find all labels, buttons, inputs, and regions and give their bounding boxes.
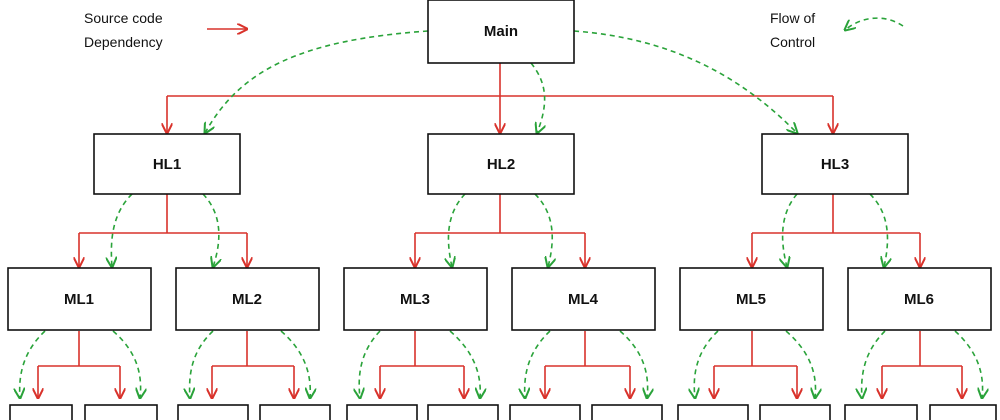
- ml2-node-label: ML2: [232, 291, 262, 308]
- ll-node: [346, 404, 418, 420]
- dependency-arrows-ml: [38, 331, 962, 398]
- legend-flow: Flow of Control: [770, 10, 904, 50]
- ml3-node: ML3: [343, 267, 488, 331]
- ll-node: [177, 404, 249, 420]
- ml4-node: ML4: [511, 267, 656, 331]
- ml4-node-label: ML4: [568, 291, 599, 308]
- ll-node: [929, 404, 997, 420]
- flow-arrows-hl: [111, 193, 887, 267]
- main-node-label: Main: [484, 23, 518, 40]
- hl2-node-label: HL2: [487, 156, 515, 173]
- hl1-node-label: HL1: [153, 156, 181, 173]
- ll-node: [84, 404, 158, 420]
- ll-node: [677, 404, 749, 420]
- dependency-arrows-hl: [79, 194, 920, 267]
- ml5-node-label: ML5: [736, 291, 766, 308]
- hl3-node: HL3: [761, 133, 909, 195]
- ml2-node: ML2: [175, 267, 320, 331]
- legend-flow-line1: Flow of: [770, 10, 815, 26]
- hl1-node: HL1: [93, 133, 241, 195]
- legend-flow-arrow: [845, 17, 904, 30]
- ml3-node-label: ML3: [400, 291, 430, 308]
- legend-dependency-line2: Dependency: [84, 34, 163, 50]
- main-node: Main: [427, 0, 575, 64]
- ll-node: [759, 404, 831, 420]
- ll-node: [591, 404, 663, 420]
- ml1-node-label: ML1: [64, 291, 94, 308]
- legend-dependency-line1: Source code: [84, 10, 163, 26]
- ll-node: [427, 404, 499, 420]
- ll-node: [259, 404, 331, 420]
- ll-nodes-row: [9, 404, 997, 420]
- ll-node: [509, 404, 581, 420]
- ml6-node-label: ML6: [904, 291, 934, 308]
- legend-dependency: Source code Dependency: [84, 10, 247, 50]
- legend-flow-line2: Control: [770, 34, 815, 50]
- ll-node: [9, 404, 73, 420]
- hl2-node: HL2: [427, 133, 575, 195]
- ml1-node: ML1: [7, 267, 152, 331]
- hl3-node-label: HL3: [821, 156, 849, 173]
- ll-node: [844, 404, 918, 420]
- dependency-arrows-main: [167, 63, 833, 133]
- flow-arrows-ml: [20, 330, 983, 398]
- ml5-node: ML5: [679, 267, 824, 331]
- ml6-node: ML6: [847, 267, 992, 331]
- flow-arrows-main: [205, 30, 797, 133]
